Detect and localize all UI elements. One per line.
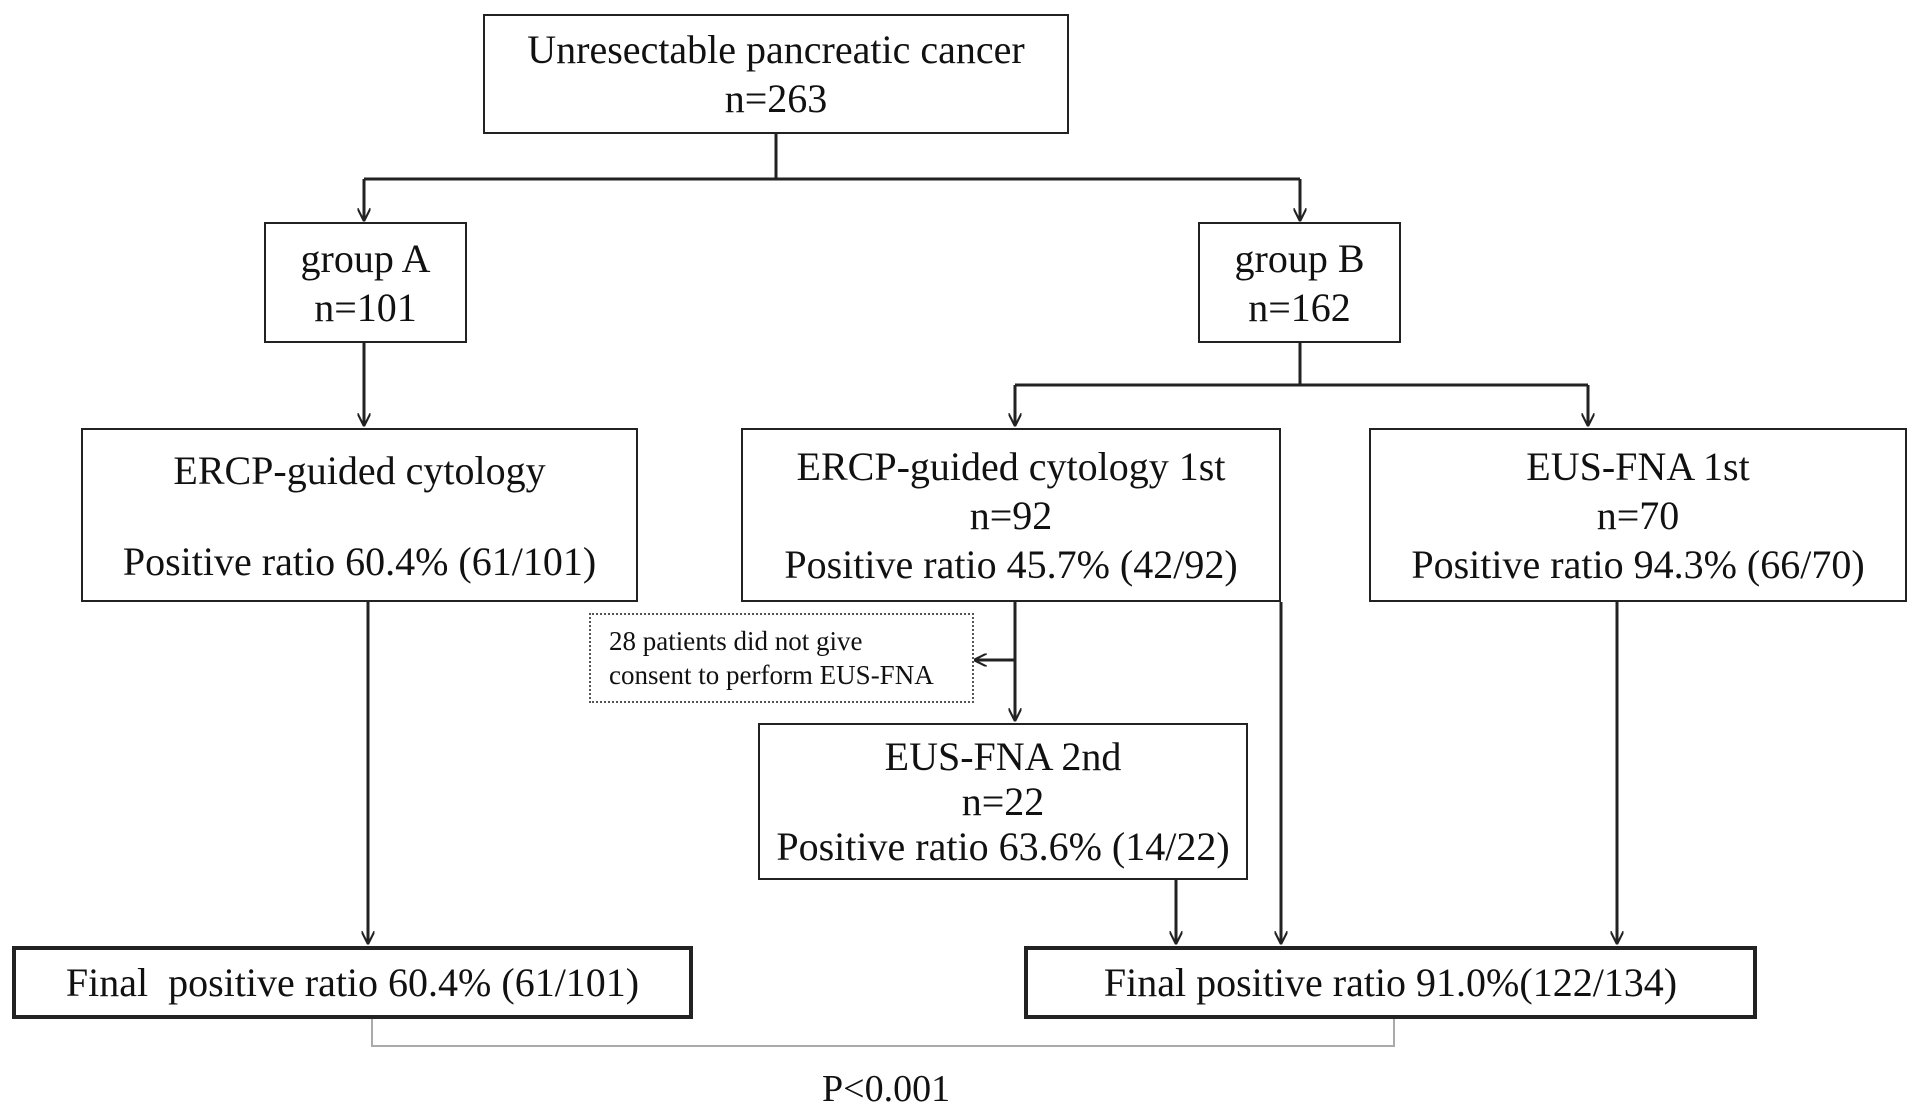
group-b-title: group B	[1234, 235, 1365, 281]
eus-first-title: EUS-FNA 1st	[1526, 443, 1750, 489]
no-consent-note-line2: consent to perform EUS-FNA	[609, 660, 934, 690]
group-a-box: group A n=101	[264, 222, 467, 343]
eus-second-box: EUS-FNA 2nd n=22 Positive ratio 63.6% (1…	[758, 723, 1248, 880]
group-a-count: n=101	[314, 284, 417, 330]
eus-first-ratio: Positive ratio 94.3% (66/70)	[1411, 541, 1865, 587]
no-consent-note-line1: 28 patients did not give	[609, 626, 863, 656]
root-count: n=263	[724, 76, 828, 121]
group-b-count: n=162	[1248, 284, 1351, 330]
final-b-box: Final positive ratio 91.0%(122/134)	[1024, 946, 1757, 1019]
ercp-cytology-ratio: Positive ratio 60.4% (61/101)	[122, 539, 597, 584]
ercp-cytology-box: ERCP-guided cytology Positive ratio 60.4…	[81, 428, 638, 602]
eus-first-box: EUS-FNA 1st n=70 Positive ratio 94.3% (6…	[1369, 428, 1907, 602]
ercp-first-ratio: Positive ratio 45.7% (42/92)	[784, 541, 1238, 587]
eus-first-count: n=70	[1596, 492, 1680, 538]
eus-second-count: n=22	[961, 779, 1045, 824]
comparison-bracket	[371, 1019, 1395, 1047]
group-a-title: group A	[300, 235, 431, 281]
final-b-ratio: Final positive ratio 91.0%(122/134)	[1103, 960, 1678, 1005]
eus-second-title: EUS-FNA 2nd	[884, 734, 1122, 779]
ercp-cytology-title: ERCP-guided cytology	[173, 448, 546, 493]
final-a-box: Final positive ratio 60.4% (61/101)	[12, 946, 693, 1019]
root-title: Unresectable pancreatic cancer	[527, 27, 1025, 72]
no-consent-note: 28 patients did not give consent to perf…	[589, 613, 974, 703]
ercp-first-box: ERCP-guided cytology 1st n=92 Positive r…	[741, 428, 1281, 602]
ercp-first-title: ERCP-guided cytology 1st	[796, 443, 1226, 489]
eus-second-ratio: Positive ratio 63.6% (14/22)	[776, 824, 1230, 869]
p-value: P<0.001	[822, 1068, 951, 1110]
group-b-box: group B n=162	[1198, 222, 1401, 343]
ercp-first-count: n=92	[969, 492, 1053, 538]
final-a-ratio: Final positive ratio 60.4% (61/101)	[65, 960, 640, 1005]
root-box: Unresectable pancreatic cancer n=263	[483, 14, 1069, 134]
